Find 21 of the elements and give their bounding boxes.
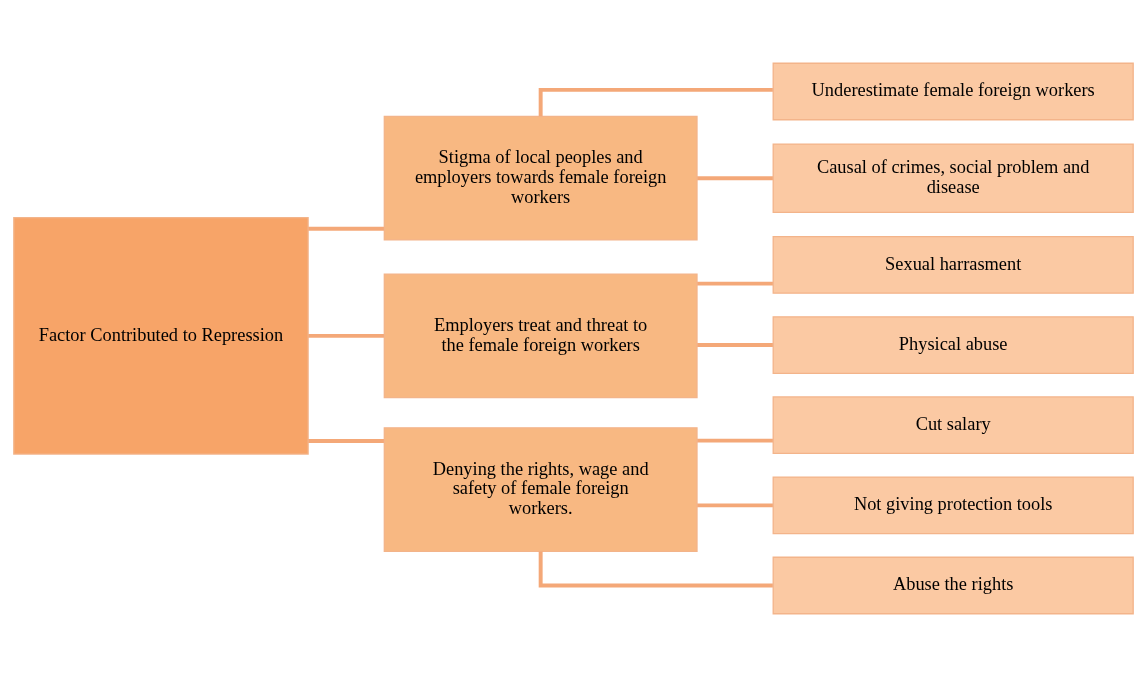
node-box: Underestimate female foreign workers — [772, 62, 1134, 121]
node-box: Factor Contributed to Repression — [13, 216, 309, 455]
node-box: Not giving protection tools — [772, 476, 1134, 535]
node-box: Sexual harrasment — [772, 236, 1134, 294]
connector — [697, 176, 773, 181]
node-box: Employers treat and threat to the female foreign workers — [383, 273, 698, 399]
node-box: Physical abuse — [772, 316, 1134, 374]
connector — [538, 87, 773, 117]
connector — [697, 438, 773, 443]
connector — [697, 503, 773, 508]
connector — [538, 551, 773, 588]
node-box: Causal of crimes, social problem and disease — [772, 143, 1134, 214]
connector — [308, 439, 384, 443]
node-box: Denying the rights, wage and safety of female foreign workers. — [383, 427, 698, 552]
node-box: Cut salary — [772, 396, 1134, 455]
node-box: Abuse the rights — [772, 556, 1134, 615]
connector — [308, 333, 384, 338]
connector — [308, 226, 384, 231]
node-box: Stigma of local peoples and employers towards female foreign workers — [383, 115, 698, 241]
connector — [697, 281, 773, 286]
connector — [697, 343, 773, 348]
